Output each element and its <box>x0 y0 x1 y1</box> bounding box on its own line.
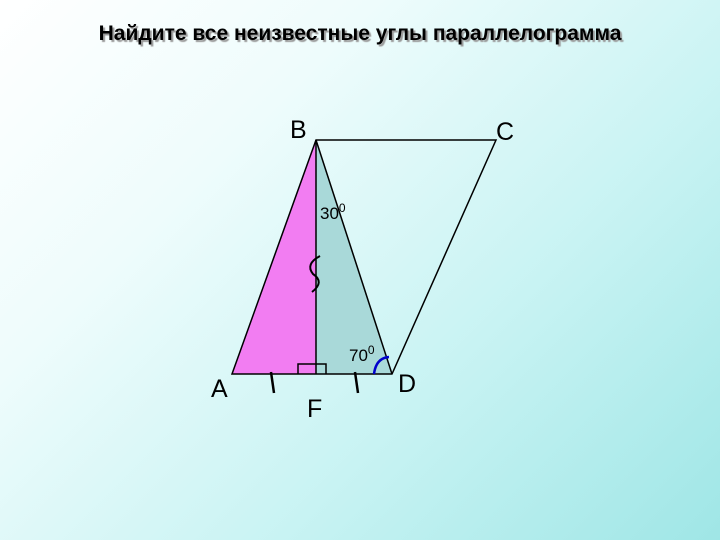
point-label-a: A <box>211 375 228 403</box>
tick-mark-fd <box>353 371 360 394</box>
parallelogram-abcd <box>230 139 498 375</box>
point-label-d: D <box>398 370 416 398</box>
right-angle-mark <box>297 363 327 374</box>
angle-arc-d <box>372 355 390 375</box>
tick-mark-af <box>269 371 276 394</box>
angle-label-70: 700 <box>349 343 375 365</box>
angle-mark-bf <box>309 255 321 293</box>
point-label-c: C <box>496 118 514 146</box>
angle-label-30: 300 <box>320 201 346 223</box>
point-label-f: F <box>307 395 322 423</box>
diagonal-bd <box>315 139 393 375</box>
point-label-b: B <box>290 116 307 144</box>
task-title: Найдите все неизвестные углы параллелогр… <box>98 22 622 45</box>
